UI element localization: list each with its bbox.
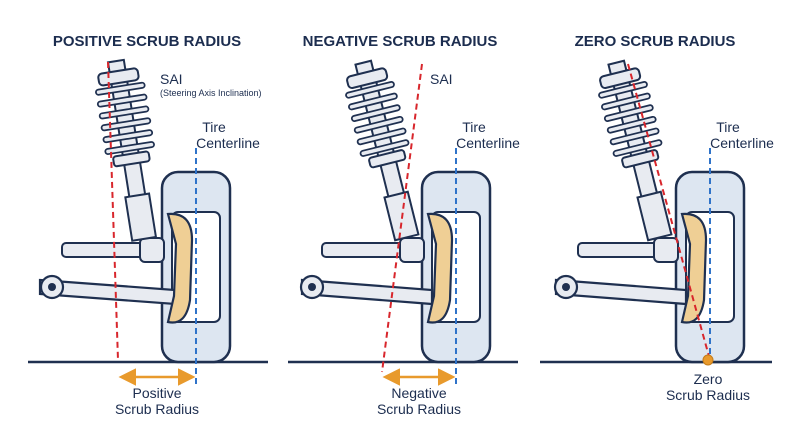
panel-title: POSITIVE SCRUB RADIUS (53, 33, 241, 50)
drive-axle (61, 237, 165, 263)
strut-assembly (345, 59, 420, 242)
result-label-line1: Positive (132, 385, 181, 401)
panel-zero: ZERO SCRUB RADIUS (540, 33, 774, 403)
centerline-label-line2: Centerline (710, 135, 774, 151)
lower-control-arm (553, 274, 688, 306)
sai-sublabel: (Steering Axis Inclination) (160, 88, 262, 98)
sai-label: SAI (160, 71, 183, 87)
centerline-label-line2: Centerline (196, 135, 260, 151)
strut-assembly (95, 58, 158, 242)
steering-knuckle (166, 212, 194, 324)
steering-knuckle (680, 212, 708, 324)
result-label-line2: Scrub Radius (115, 401, 199, 417)
centerline-label-line1: Tire (462, 119, 486, 135)
panel-title: ZERO SCRUB RADIUS (575, 33, 736, 50)
sai-label: SAI (430, 71, 453, 87)
result-label-line1: Negative (391, 385, 446, 401)
drive-axle (577, 237, 679, 263)
drive-axle (321, 237, 425, 263)
steering-knuckle (426, 212, 454, 324)
lower-control-arm (299, 274, 434, 306)
panel-negative: NEGATIVE SCRUB RADIUS (288, 33, 520, 417)
zero-scrub-point (702, 354, 714, 366)
result-label-line1: Zero (694, 371, 723, 387)
panel-title: NEGATIVE SCRUB RADIUS (303, 33, 498, 50)
sai-line (627, 63, 711, 361)
centerline-label-line2: Centerline (456, 135, 520, 151)
centerline-label-line1: Tire (202, 119, 226, 135)
sai-line (381, 63, 423, 373)
panel-positive: POSITIVE SCRUB RADIUS (28, 33, 268, 417)
strut-assembly (598, 59, 673, 242)
result-label-line2: Scrub Radius (666, 387, 750, 403)
centerline-label-line1: Tire (716, 119, 740, 135)
lower-control-arm (38, 274, 177, 306)
result-label-line2: Scrub Radius (377, 401, 461, 417)
